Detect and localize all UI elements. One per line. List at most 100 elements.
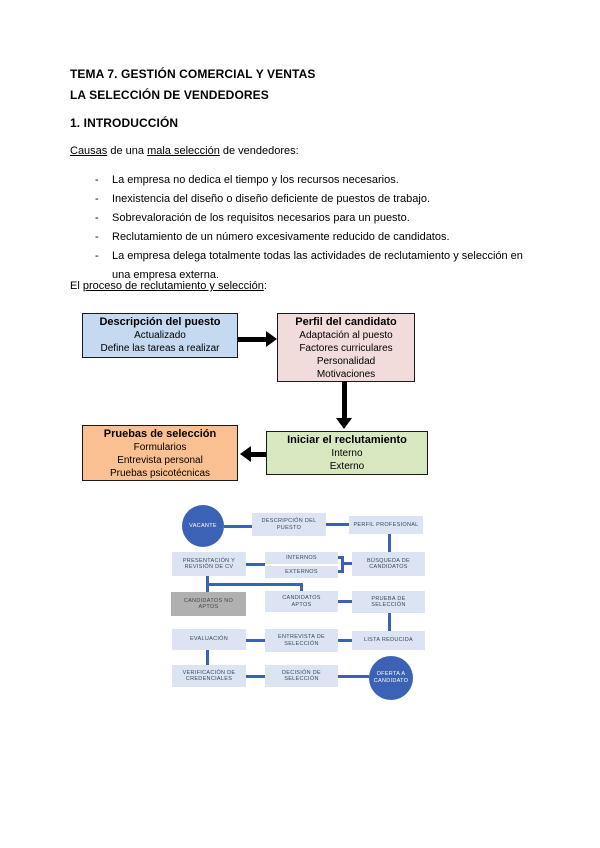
box-line: Externo (329, 461, 365, 472)
bullet-item: - La empresa delega totalmente todas las… (95, 247, 547, 285)
box-title: Perfil del candidato (295, 316, 397, 328)
bracket-bar (341, 556, 344, 573)
bullet-marker: - (95, 212, 99, 224)
connector-line (246, 675, 265, 678)
node-label: DESCRIPCIÓN DEL (261, 518, 317, 524)
bullet-text: La empresa no dedica el tiempo y los rec… (112, 174, 399, 186)
box-line: Define las tareas a realizar (100, 343, 220, 354)
node-label: DECISIÓN DE (281, 669, 322, 676)
bracket-stem (344, 562, 352, 565)
bullet-item: - Sobrevaloración de los requisitos nece… (95, 209, 547, 228)
node-label: SELECCIÓN (284, 640, 319, 647)
connector-line (338, 639, 352, 642)
box-line: Adaptación al puesto (299, 330, 393, 341)
node-label: APTOS (198, 604, 219, 610)
connector-line (206, 650, 209, 665)
node-candidatos-aptos: CANDIDATOS APTOS (265, 591, 338, 612)
process-intro: El proceso de reclutamiento y selección: (70, 280, 267, 292)
connector-line (338, 600, 352, 603)
bracket-tick (338, 556, 343, 559)
box-descripcion-del-puesto: Descripción del puesto Actualizado Defin… (82, 313, 238, 358)
box-title: Pruebas de selección (103, 428, 217, 440)
node-label: SELECCIÓN (371, 602, 406, 608)
bracket-tick (338, 570, 343, 573)
node-entrevista-de-seleccion: ENTREVISTA DE SELECCIÓN (265, 629, 338, 652)
bullet-marker: - (95, 193, 99, 205)
box-line: Interno (331, 448, 363, 459)
node-candidatos-no-aptos: CANDIDATOS NO APTOS (171, 592, 246, 616)
node-label: CREDENCIALES (185, 676, 233, 682)
box-perfil-del-candidato: Perfil del candidato Adaptación al puest… (277, 313, 415, 382)
bullet-text: Reclutamiento de un número excesivamente… (112, 231, 450, 243)
node-label: EXTERNOS (285, 568, 318, 575)
node-decision-de-seleccion: DECISIÓN DE SELECCIÓN (265, 665, 338, 687)
bullet-item: - Inexistencia del diseño o diseño defic… (95, 190, 547, 209)
node-oferta-a-candidato: OFERTA A CANDIDATO (369, 656, 413, 700)
connector-line (206, 583, 303, 586)
box-iniciar-el-reclutamiento: Iniciar el reclutamiento Interno Externo (266, 431, 428, 475)
intro-underlined-bad-selection: mala selección (147, 145, 220, 157)
node-label: INTERNOS (286, 554, 317, 561)
node-label: PRUEBA DE (371, 595, 406, 602)
node-descripcion-del-puesto: DESCRIPCIÓN DEL PUESTO (252, 513, 326, 536)
node-label: ENTREVISTA DE (278, 634, 325, 640)
arrow-down-icon (336, 418, 352, 429)
bullet-item: - Reclutamiento de un número excesivamen… (95, 228, 547, 247)
node-perfil-profesional: PERFIL PROFESIONAL (349, 516, 423, 534)
arrow-left-shaft (251, 452, 266, 457)
section-heading: 1. INTRODUCCIÓN (70, 116, 179, 130)
node-label: LISTA REDUCIDA (363, 637, 414, 644)
node-verificacion-de-credenciales: VERIFICACIÓN DE CREDENCIALES (172, 665, 246, 687)
connector-line (326, 523, 349, 526)
connector-line (246, 639, 265, 642)
box-pruebas-de-seleccion: Pruebas de selección Formularios Entrevi… (82, 425, 238, 481)
box-line: Formularios (133, 442, 187, 453)
node-label: PERFIL PROFESIONAL (353, 521, 419, 528)
box-title: Descripción del puesto (99, 316, 221, 328)
box-line: Entrevista personal (117, 455, 203, 466)
node-label: BÚSQUEDA DE (366, 557, 411, 564)
bullet-text: Sobrevaloración de los requisitos necesa… (112, 212, 410, 224)
node-label: VACANTE (189, 522, 217, 529)
node-label: EVALUACIÓN (189, 636, 229, 643)
bullet-marker: - (95, 174, 99, 186)
connector-line (224, 525, 252, 528)
connector-line (388, 534, 391, 552)
node-label: CANDIDATOS (369, 564, 408, 570)
box-line: Personalidad (316, 356, 376, 367)
connector-line (388, 613, 391, 631)
bullet-marker: - (95, 231, 99, 243)
node-presentacion-revision-cv: PRESENTACIÓN Y REVISIÓN DE CV (172, 552, 246, 576)
node-label: PRESENTACIÓN Y (182, 557, 236, 564)
node-label: OFERTA A (376, 671, 406, 677)
node-label: SELECCIÓN (284, 676, 319, 682)
box-line: Factores curriculares (299, 343, 393, 354)
intro-text: de una (107, 145, 148, 157)
node-label: CANDIDATOS NO (183, 597, 234, 604)
node-label: CANDIDATOS (282, 595, 321, 601)
box-line: Motivaciones (316, 369, 376, 380)
node-externos: EXTERNOS (265, 566, 338, 578)
node-prueba-de-seleccion: PRUEBA DE SELECCIÓN (352, 591, 425, 613)
node-label: VERIFICACIÓN DE (182, 669, 236, 676)
node-lista-reducida: LISTA REDUCIDA (352, 631, 425, 650)
arrow-right-icon (266, 331, 277, 347)
connector-line (300, 583, 303, 591)
arrow-left-icon (240, 446, 251, 462)
node-evaluacion: EVALUACIÓN (172, 629, 246, 650)
node-label: CANDIDATO (373, 678, 409, 684)
bullet-list: - La empresa no dedica el tiempo y los r… (95, 171, 547, 285)
document-title: TEMA 7. GESTIÓN COMERCIAL Y VENTAS (70, 67, 316, 81)
bullet-item: - La empresa no dedica el tiempo y los r… (95, 171, 547, 190)
box-line: Actualizado (134, 330, 186, 341)
connector-line (246, 563, 265, 566)
bullet-marker: - (95, 250, 99, 262)
arrow-right-shaft (238, 337, 266, 342)
bullet-text: Inexistencia del diseño o diseño deficie… (112, 193, 430, 205)
arrow-down-shaft (342, 381, 347, 418)
intro-text-tail: de vendedores: (219, 145, 299, 157)
intro-underlined-causes: Causas (70, 145, 108, 157)
box-title: Iniciar el reclutamiento (287, 434, 407, 446)
process-intro-underlined: proceso de reclutamiento y selección (82, 280, 264, 292)
